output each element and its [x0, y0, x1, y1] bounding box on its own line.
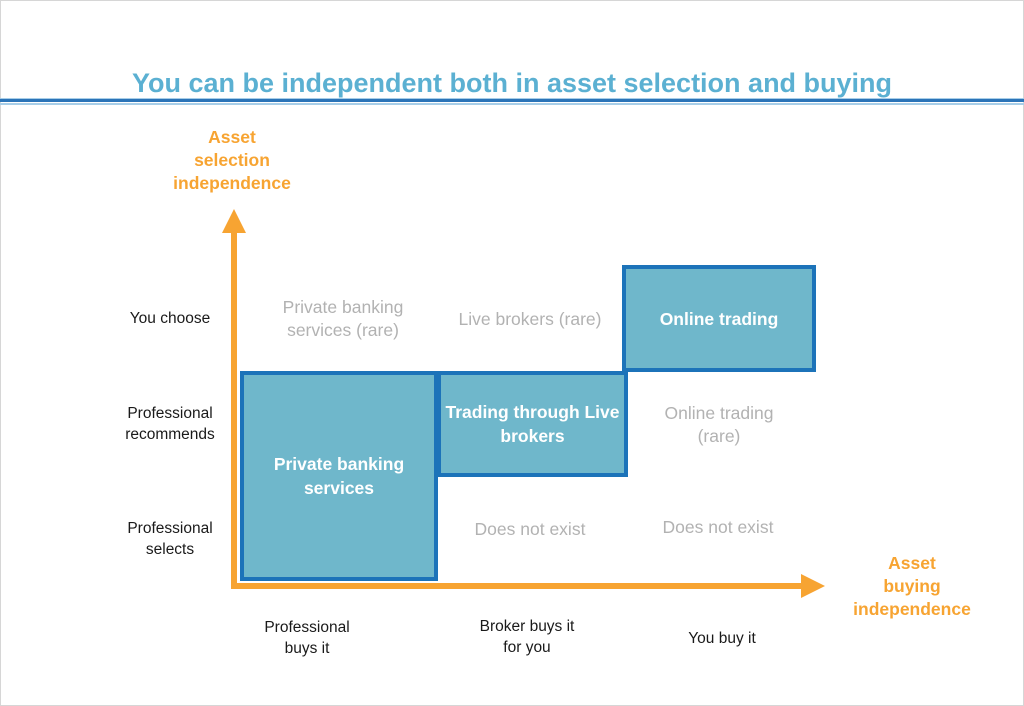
x-axis-line: [231, 583, 803, 589]
cell-private-banking-services-rare: Private banking services (rare): [282, 297, 404, 340]
x-axis-label: Asset buying independence: [853, 553, 971, 619]
highlight-box-trading-through-live-brokers-label: Trading through Live brokers: [445, 402, 620, 446]
y-axis-arrowhead-icon: [222, 209, 246, 233]
highlight-box-private-banking-services-label: Private banking services: [273, 454, 405, 498]
title-rule-dark: [0, 99, 1024, 102]
x-tick-broker-buys-it-for-you: Broker buys it for you: [479, 618, 575, 656]
slide-title: You can be independent both in asset sel…: [131, 68, 893, 98]
title-rule-light-top: [0, 98, 1024, 99]
title-rule-light-bottom: [0, 103, 1024, 105]
highlight-box-online-trading-label: Online trading: [659, 308, 779, 329]
cell-live-brokers-rare: Live brokers (rare): [458, 309, 602, 329]
x-tick-professional-buys-it: Professional buys it: [264, 619, 350, 657]
y-tick-professional-recommends: Professional recommends: [125, 405, 215, 443]
y-axis-line: [231, 228, 237, 588]
x-tick-you-buy-it: You buy it: [688, 630, 756, 647]
cell-does-not-exist-middle: Does not exist: [474, 519, 586, 539]
y-tick-you-choose: You choose: [129, 310, 211, 327]
y-axis-label: Asset selection independence: [173, 127, 291, 193]
highlight-box-private-banking-services: Private banking services: [240, 371, 438, 581]
cell-does-not-exist-right: Does not exist: [662, 517, 774, 537]
x-axis-arrowhead-icon: [801, 574, 825, 598]
highlight-box-trading-through-live-brokers: Trading through Live brokers: [437, 371, 628, 477]
highlight-box-online-trading: Online trading: [622, 265, 816, 372]
cell-online-trading-rare: Online trading (rare): [664, 403, 774, 446]
y-tick-professional-selects: Professional selects: [127, 520, 213, 558]
